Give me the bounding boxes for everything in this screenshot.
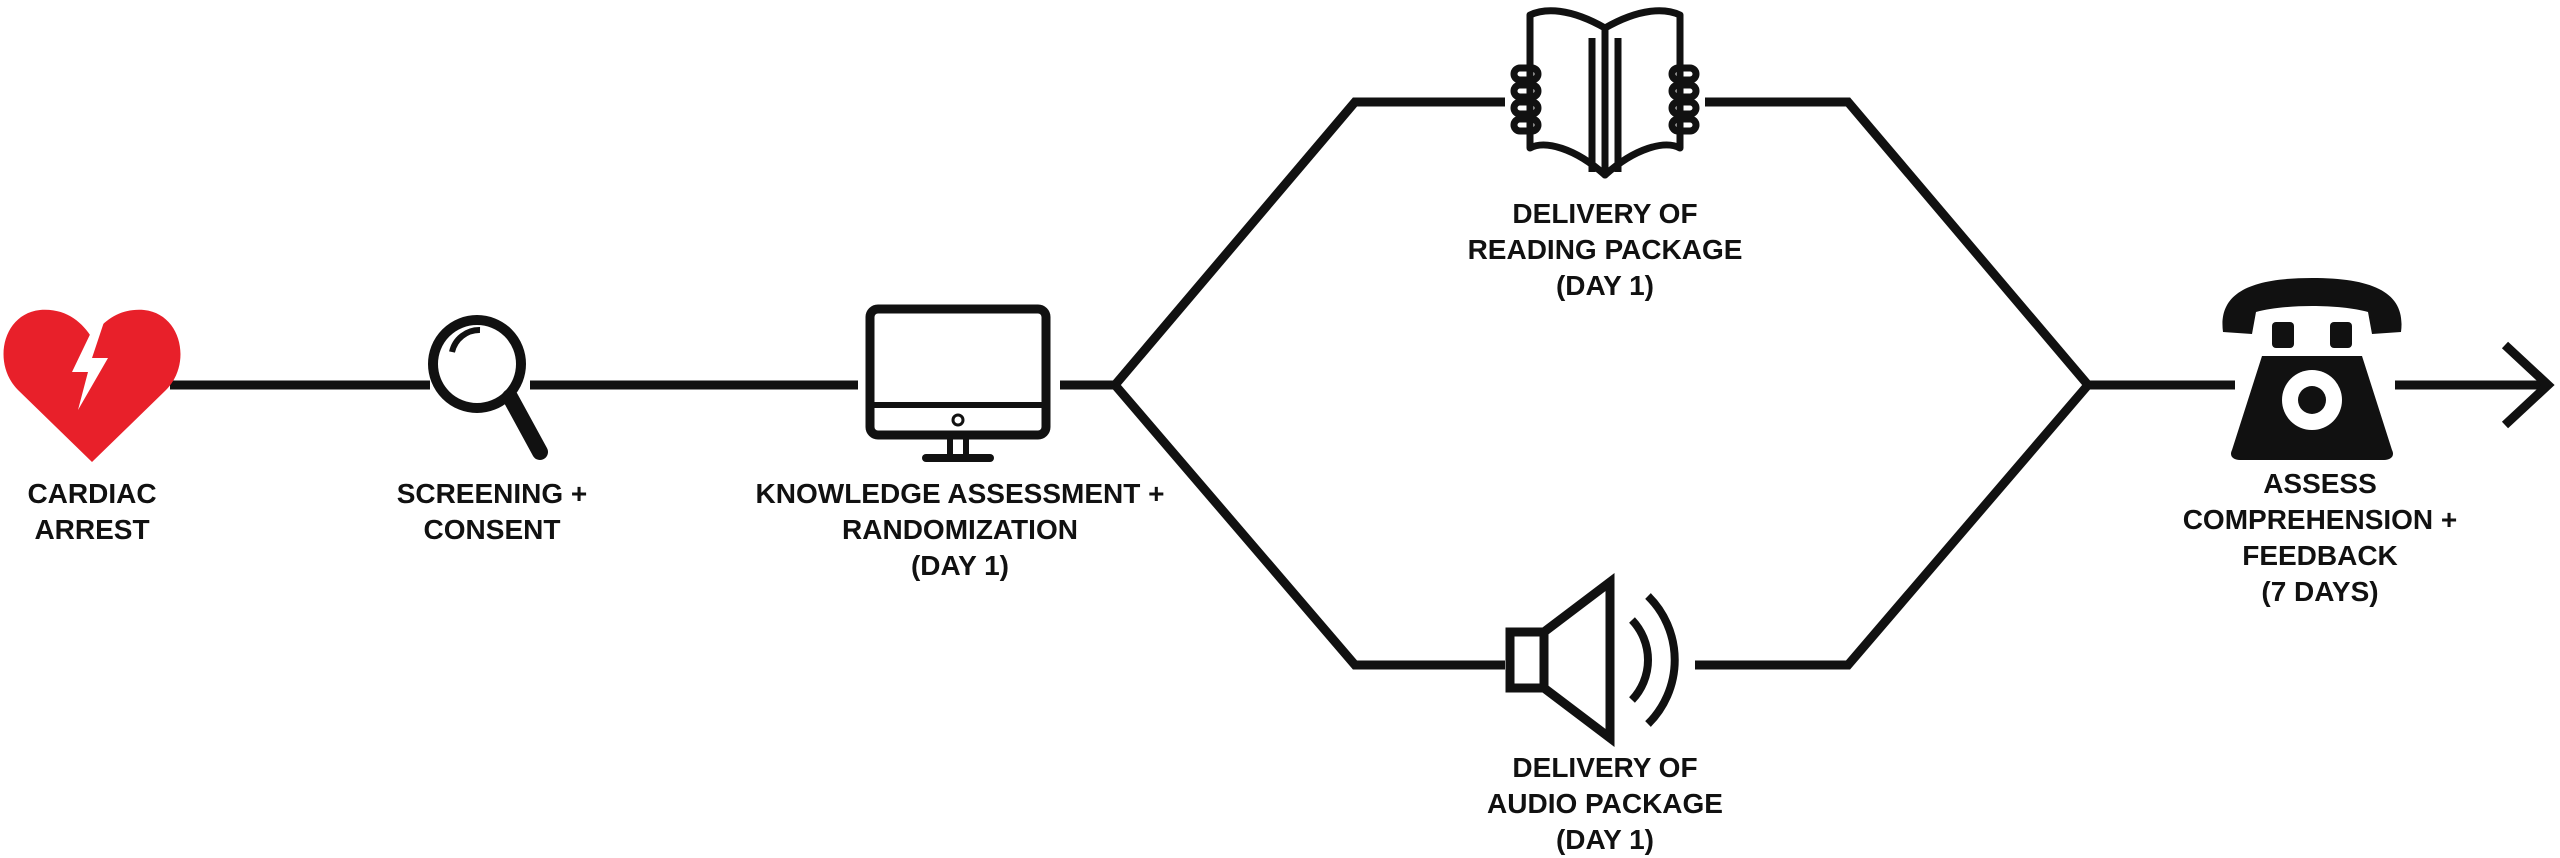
broken-heart-icon bbox=[3, 309, 181, 462]
open-book-icon bbox=[1510, 7, 1700, 179]
upper-branch-line bbox=[1111, 97, 1505, 388]
arrow-head bbox=[2501, 341, 2555, 429]
lower-branch-return bbox=[1695, 382, 2092, 670]
step-label-knowledge-assessment: KNOWLEDGE ASSESSMENT +RANDOMIZATION(DAY … bbox=[755, 478, 1165, 581]
step-label-screening: SCREENING +CONSENT bbox=[396, 478, 588, 545]
telephone-icon bbox=[2222, 278, 2402, 460]
computer-monitor-icon bbox=[865, 304, 1051, 462]
magnifying-glass-icon bbox=[428, 315, 548, 460]
upper-branch-return bbox=[1705, 97, 2092, 388]
speaker-icon bbox=[1505, 572, 1679, 748]
lower-branch-line bbox=[1111, 382, 1505, 670]
